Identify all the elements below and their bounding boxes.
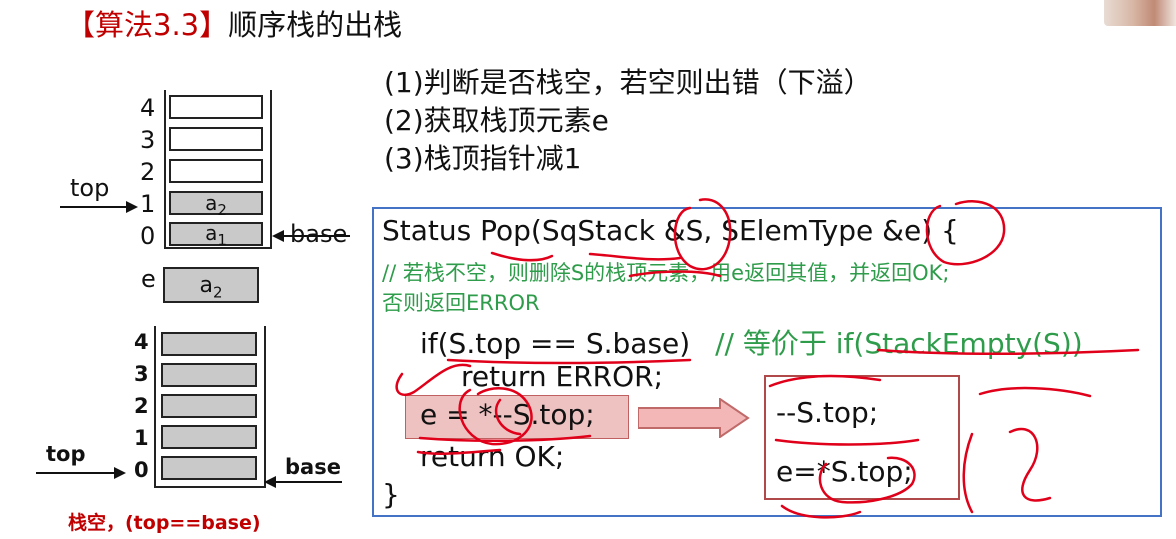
- base-pointer-arrow-head: [272, 230, 284, 242]
- title-algorithm-number: 算法3.3: [95, 8, 200, 42]
- presenter-webcam-thumbnail: [1104, 0, 1176, 26]
- stack-cell-1: a2: [169, 191, 263, 219]
- empty-base-pointer-arrow-head: [264, 476, 276, 488]
- equivalent-code-line-1: --S.top;: [776, 396, 879, 429]
- base-pointer-label: base: [290, 220, 348, 248]
- stack-cell-1-value: a: [205, 191, 218, 215]
- e-cell: a2: [163, 267, 259, 303]
- e-cell-value: a: [199, 273, 213, 298]
- code-return-error: return ERROR;: [461, 360, 664, 393]
- stack-cell-0: a1: [169, 221, 263, 249]
- e-cell-subscript: 2: [212, 283, 223, 302]
- empty-stack-cell-4: [161, 332, 257, 356]
- code-return-ok: return OK;: [420, 440, 565, 473]
- empty-base-pointer-arrow-shaft: [276, 481, 342, 483]
- slide-title: 【算法3.3】顺序栈的出栈: [66, 2, 402, 44]
- code-comment-line-2: 否则返回ERROR: [382, 291, 540, 315]
- empty-stack-cell-2: [161, 394, 257, 418]
- stack-cell-0-subscript: 1: [217, 231, 227, 249]
- right-arrow-icon: [638, 398, 750, 438]
- code-comment-line-1: // 若栈不空，则删除S的栈顶元素，用e返回其值，并返回OK;: [382, 261, 950, 285]
- e-label: e: [141, 265, 156, 293]
- stack-index-4: 4: [140, 94, 156, 122]
- code-if-line: if(S.top == S.base) // 等价于 if(StackEmpty…: [420, 322, 1083, 362]
- empty-stack-cell-1: [161, 425, 257, 449]
- empty-stack-cell-0: [161, 456, 257, 480]
- empty-top-pointer-arrow-head: [114, 467, 126, 479]
- top-pointer-arrow-head: [126, 201, 138, 213]
- steps-list: (1)判断是否栈空，若空则出错（下溢） (2)获取栈顶元素e (3)栈顶指针减1: [384, 64, 872, 178]
- title-bracket-open: 【: [66, 8, 96, 42]
- empty-top-pointer-label: top: [46, 442, 86, 466]
- empty-top-pointer-arrow-shaft: [36, 472, 116, 474]
- stack-index-0: 0: [140, 222, 156, 250]
- step-3: (3)栈顶指针减1: [384, 142, 582, 175]
- code-if-comment-prefix: // 等价于: [715, 327, 836, 360]
- code-box: [372, 207, 1162, 517]
- empty-stack-caption: 栈空，(top==base): [68, 512, 261, 534]
- stack-cell-4: [169, 95, 263, 119]
- code-if-comment-call: if(StackEmpty(S)): [835, 327, 1083, 360]
- empty-stack-index-1: 1: [134, 426, 149, 450]
- step-1: (1)判断是否栈空，若空则出错（下溢）: [384, 66, 872, 99]
- title-text: 顺序栈的出栈: [228, 8, 403, 42]
- empty-stack-index-3: 3: [134, 362, 149, 386]
- top-pointer-arrow-shaft: [60, 206, 128, 208]
- stack-frame: [164, 90, 272, 249]
- empty-stack-frame: [154, 326, 266, 488]
- title-bracket-close: 】: [199, 8, 229, 42]
- stack-index-3: 3: [140, 126, 156, 154]
- empty-stack-index-0: 0: [134, 458, 149, 482]
- stack-index-1: 1: [140, 190, 156, 218]
- code-if-condition: if(S.top == S.base): [420, 327, 691, 360]
- code-signature: Status Pop(SqStack &S, SElemType &e) {: [382, 214, 959, 247]
- empty-stack-index-2: 2: [134, 394, 149, 418]
- top-pointer-label: top: [70, 174, 110, 202]
- code-closing-brace: }: [382, 478, 400, 511]
- equivalent-code-line-2: e=*S.top;: [776, 455, 913, 488]
- step-2: (2)获取栈顶元素e: [384, 104, 609, 137]
- empty-base-pointer-label: base: [285, 455, 341, 479]
- code-assign-line: e = *--S.top;: [420, 398, 595, 431]
- empty-stack-cell-3: [161, 363, 257, 387]
- stack-cell-3: [169, 127, 263, 151]
- stack-cell-2: [169, 159, 263, 183]
- base-pointer-arrow-shaft: [284, 235, 350, 237]
- empty-stack-index-4: 4: [134, 330, 149, 354]
- stack-index-2: 2: [140, 158, 156, 186]
- stack-cell-1-subscript: 2: [217, 201, 227, 219]
- stack-cell-0-value: a: [205, 221, 218, 245]
